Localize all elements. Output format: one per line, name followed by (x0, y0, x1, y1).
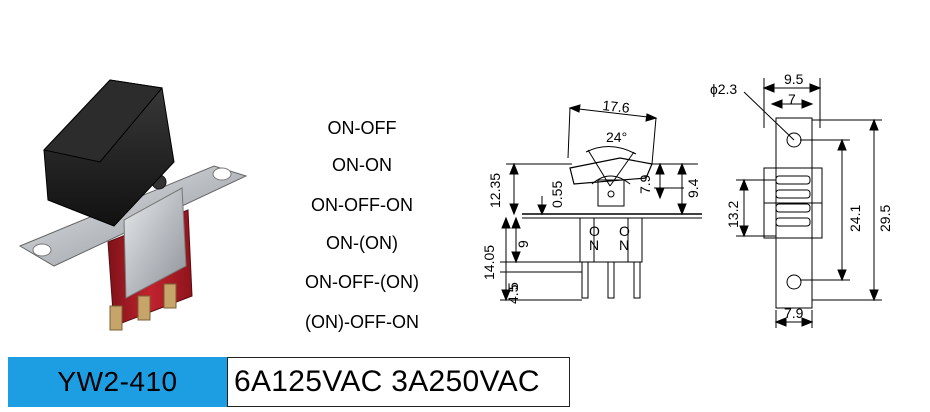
front-view: ɸ2.3 9.5 7 13. (710, 71, 893, 328)
mode-on-momentary: ON-(ON) (326, 233, 398, 253)
side-rocker-base (597, 179, 625, 207)
mode-on-off-momentary: ON-OFF-(ON) (305, 272, 419, 292)
dim-width-7: 7 (788, 91, 796, 107)
mode-on-on: ON-ON (332, 155, 392, 175)
dim-bottom-width: 7.9 (784, 305, 804, 321)
bracket-hole-left (32, 243, 52, 257)
terminal-1 (109, 305, 123, 331)
side-view: 17.6 24° O N O N (481, 97, 702, 304)
dimension-drawing: 17.6 24° O N O N (481, 71, 893, 328)
rocker-top (43, 79, 163, 163)
dim-rocker-height: 12.35 (487, 173, 503, 208)
model-number-text: YW2-410 (57, 366, 178, 397)
contact-right-o: O (619, 223, 630, 239)
contact-left-o: O (589, 223, 600, 239)
mode-on-off: ON-OFF (327, 118, 397, 138)
mode-on-off-on: ON-OFF-ON (311, 195, 413, 215)
dim-height-295: 29.5 (877, 205, 893, 232)
rocker-switch-illustration (18, 79, 248, 331)
dim-terminal-45: 4.5 (505, 284, 521, 304)
mode-momentary-off-on: (ON)-OFF-ON (305, 312, 419, 332)
front-bracket (775, 117, 813, 309)
dim-width-95: 9.5 (784, 71, 804, 87)
model-number-label: YW2-410 (8, 357, 227, 407)
dim-height-79: 7.9 (637, 174, 653, 194)
electrical-rating-text: 6A125VAC 3A250VAC (234, 365, 540, 398)
dim-height-132: 13.2 (725, 201, 741, 228)
contact-right-n: N (619, 237, 629, 253)
metal-frame (123, 187, 187, 299)
switch-photo (14, 70, 254, 340)
dim-gap: 0.55 (549, 181, 565, 208)
dim-terminal-5: 5 (505, 282, 521, 290)
dim-hole-diameter: ɸ2.3 (710, 81, 737, 97)
dim-angle: 24° (606, 129, 627, 145)
contact-left-n: N (589, 237, 599, 253)
dim-height-241: 24.1 (847, 205, 863, 232)
technical-drawing: 17.6 24° O N O N (470, 68, 910, 338)
bracket-hole-right (212, 167, 232, 181)
dim-height-94: 9.4 (685, 178, 701, 198)
terminal-2 (137, 295, 151, 321)
terminal-3 (163, 283, 177, 309)
dim-depth-9: 9 (515, 240, 531, 248)
dim-housing-depth: 14.05 (481, 245, 497, 280)
dim-total-width: 17.6 (602, 97, 631, 116)
side-rocker (569, 157, 653, 185)
electrical-rating-label: 6A125VAC 3A250VAC (227, 357, 570, 407)
